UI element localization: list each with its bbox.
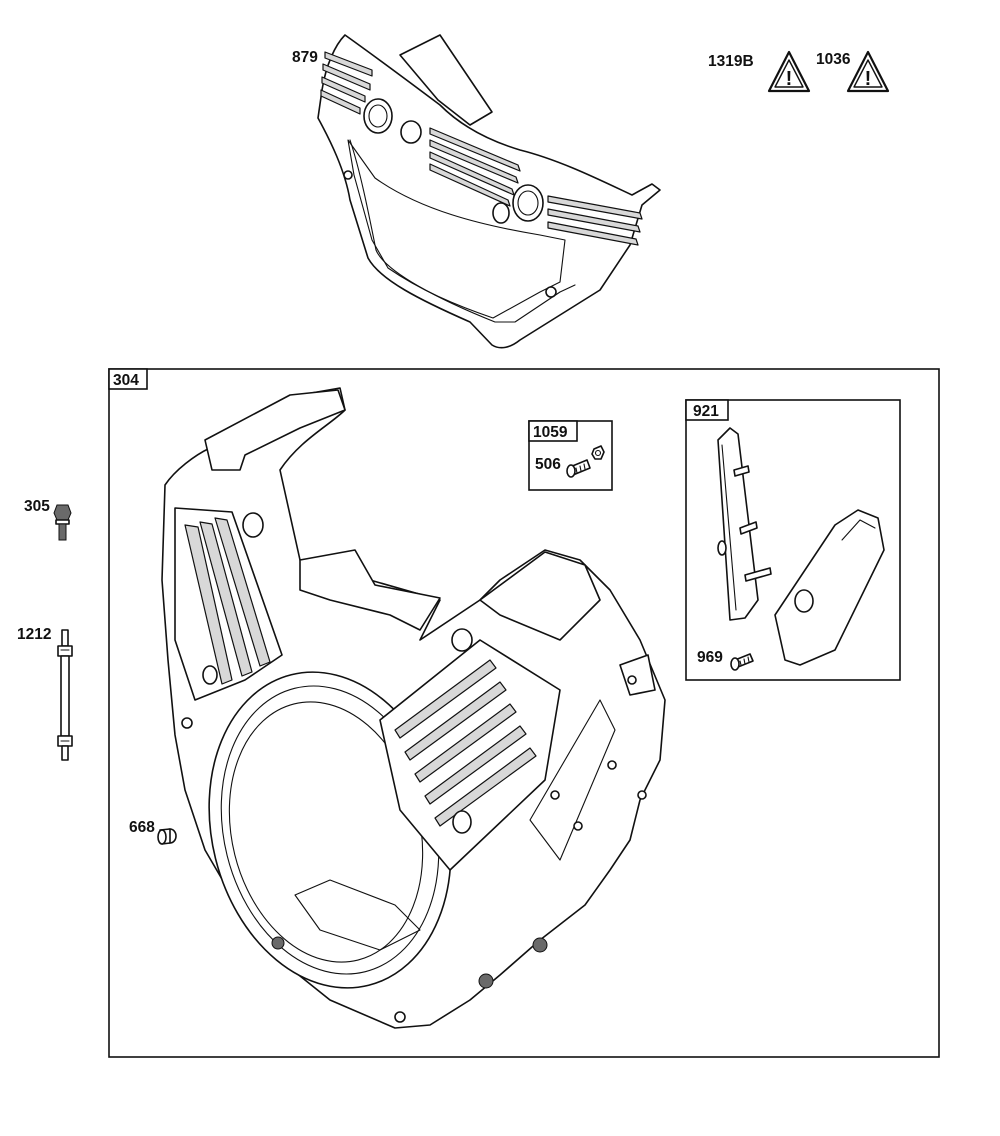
part-921-baffle-bracket[interactable] xyxy=(717,427,772,621)
kit-921-box xyxy=(685,399,901,681)
label-1036: 1036 xyxy=(816,51,851,68)
assembly-304-tag xyxy=(108,368,148,390)
label-1212: 1212 xyxy=(17,626,51,643)
part-879-shroud-cover[interactable] xyxy=(317,34,661,349)
part-668-sleeve[interactable] xyxy=(157,828,177,845)
label-506: 506 xyxy=(535,456,561,473)
part-305-bolt[interactable] xyxy=(53,504,72,541)
assembly-304-box xyxy=(108,368,940,1058)
label-1059: 1059 xyxy=(533,424,568,441)
label-668: 668 xyxy=(129,819,155,836)
part-1059-nut-icon[interactable] xyxy=(591,445,605,460)
warning-glyph: ! xyxy=(865,68,872,90)
label-1319B: 1319B xyxy=(708,53,754,70)
warning-glyph: ! xyxy=(786,68,793,90)
part-921-baffle-cover[interactable] xyxy=(774,509,885,666)
warning-triangle-icon: ! xyxy=(767,50,811,93)
blower-housing[interactable] xyxy=(161,387,666,1029)
part-506-screw-icon[interactable] xyxy=(566,459,591,478)
warning-triangle-icon: ! xyxy=(846,50,890,93)
kit-921-tag xyxy=(685,399,729,421)
label-305: 305 xyxy=(24,498,50,515)
label-304: 304 xyxy=(113,372,139,389)
label-921: 921 xyxy=(693,403,719,420)
label-969: 969 xyxy=(697,649,723,666)
part-1212-stud[interactable] xyxy=(57,629,73,761)
kit-1059-tag xyxy=(528,420,578,442)
label-879: 879 xyxy=(292,49,318,66)
part-969-screw-icon[interactable] xyxy=(730,653,754,671)
